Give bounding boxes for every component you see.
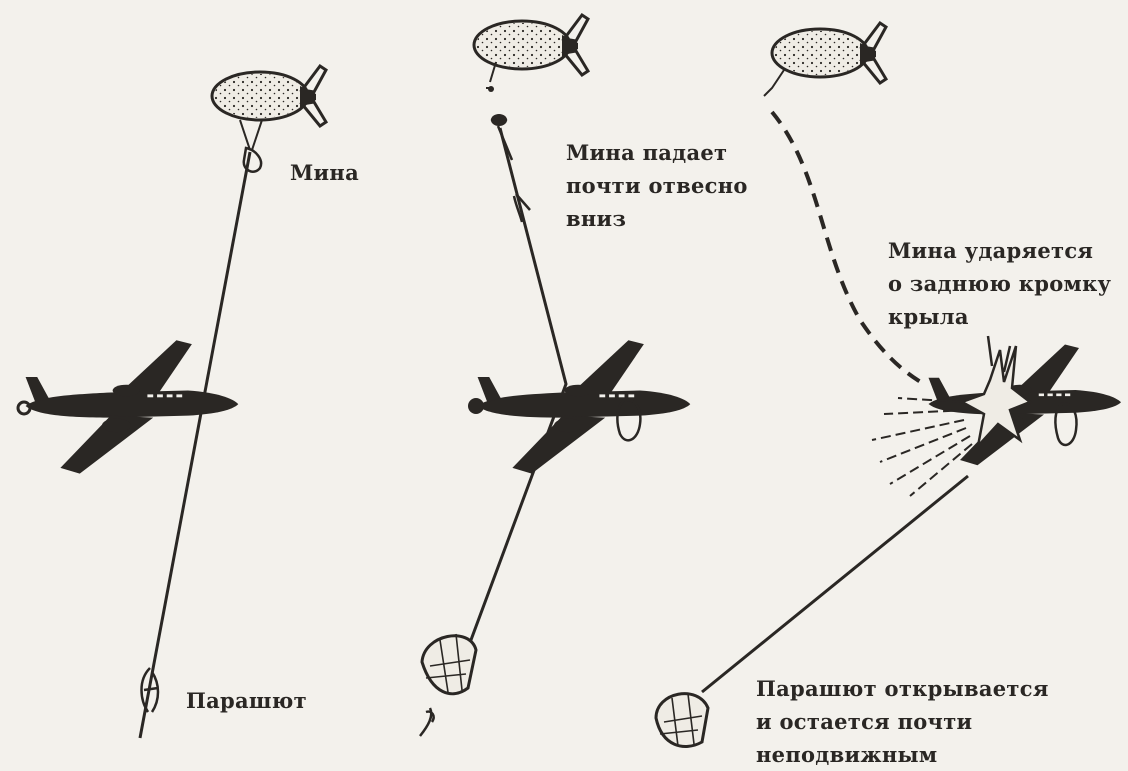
label-mine-falls: Мина падает почти отвесно вниз — [566, 136, 748, 235]
parachute-icon — [656, 694, 708, 747]
balloon-rigging — [240, 120, 262, 150]
explosion-icon — [872, 336, 1030, 496]
panel-3-group — [656, 23, 1121, 747]
balloon-icon — [772, 23, 886, 83]
balloon-icon — [212, 66, 326, 126]
aircraft-icon — [478, 340, 691, 473]
parachute-icon — [142, 668, 159, 712]
propeller-spinner — [18, 402, 30, 414]
balloon-icon — [474, 15, 588, 75]
panel-1-group — [18, 66, 326, 738]
panel-2-group — [420, 15, 690, 736]
propeller-spinner — [468, 398, 484, 414]
label-mine: Мина — [290, 156, 359, 189]
balloon-rigging — [486, 62, 496, 88]
parachute-icon — [420, 634, 476, 736]
balloon-rigging — [764, 70, 784, 96]
cable-line — [702, 476, 968, 692]
label-parachute-opens: Парашют открывается и остается почти неп… — [756, 672, 1049, 771]
aircraft-icon — [26, 340, 239, 473]
cable-line — [140, 152, 250, 738]
label-parachute: Парашют — [186, 684, 307, 717]
label-mine-hits: Мина ударяется о заднюю кромку крыла — [888, 234, 1111, 333]
